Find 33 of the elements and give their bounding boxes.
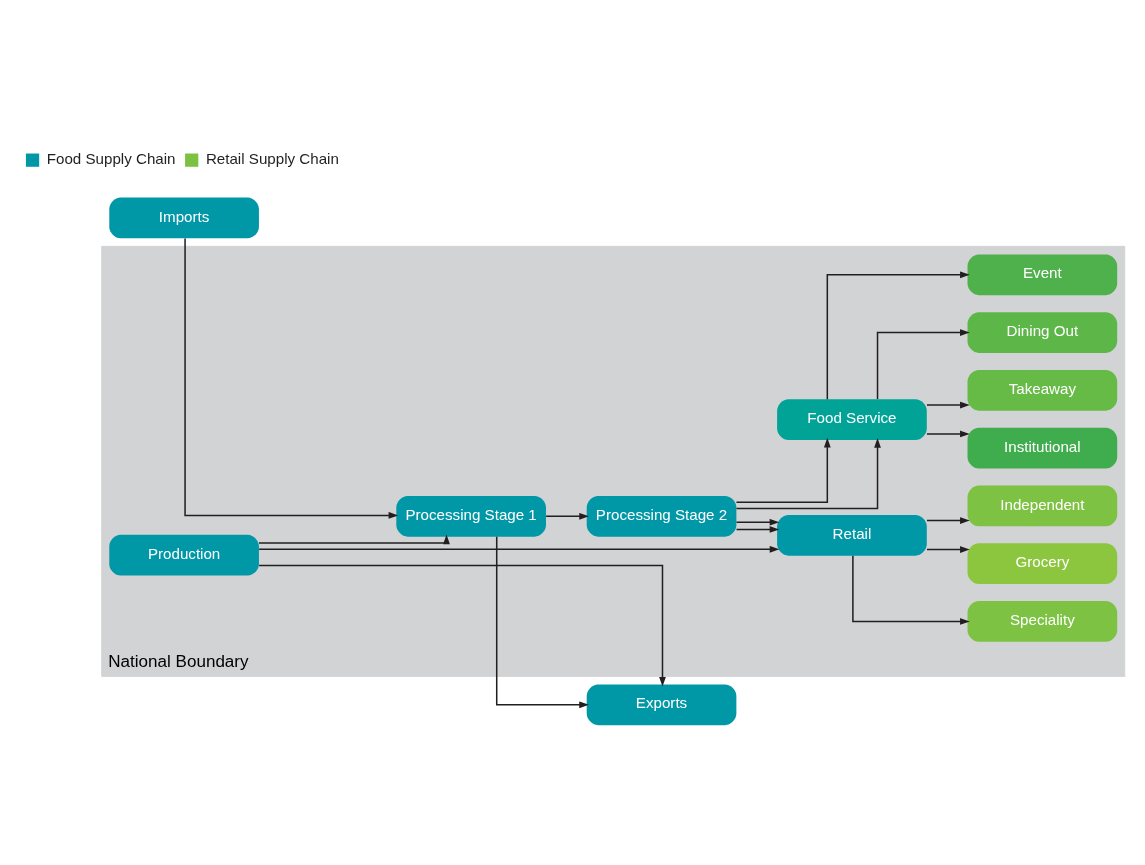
legend-label: Retail Supply Chain <box>205 149 339 167</box>
node-box: Food Service <box>777 399 927 441</box>
node-box: Production <box>109 534 259 576</box>
arrow <box>184 237 399 519</box>
node-box: Exports <box>586 684 737 726</box>
arrow <box>926 546 970 553</box>
arrow <box>495 536 589 709</box>
arrow <box>926 517 970 524</box>
arrow <box>852 554 970 625</box>
node-box: Takeaway <box>967 370 1118 411</box>
node-box: Processing Stage 2 <box>586 495 737 537</box>
arrow <box>258 545 780 553</box>
arrow <box>735 518 780 526</box>
arrow <box>545 512 589 520</box>
node-box: Imports <box>109 197 259 239</box>
node-box: Retail <box>777 514 927 556</box>
arrow <box>926 401 970 409</box>
node-box: Institutional <box>967 427 1118 469</box>
node-box: Speciality <box>967 601 1118 642</box>
legend-label: Food Supply Chain <box>46 149 176 167</box>
arrow <box>876 329 970 400</box>
arrow <box>258 534 450 545</box>
arrow <box>735 438 881 510</box>
arrow <box>735 526 780 533</box>
node-box: Independent <box>967 485 1118 527</box>
arrow <box>735 437 831 504</box>
node-box: Event <box>967 254 1118 296</box>
node-box: Processing Stage 1 <box>396 495 546 537</box>
arrow <box>258 564 666 687</box>
arrow <box>826 271 970 400</box>
node-box: Dining Out <box>967 312 1118 353</box>
arrow <box>926 430 970 438</box>
node-box: Grocery <box>967 543 1118 585</box>
